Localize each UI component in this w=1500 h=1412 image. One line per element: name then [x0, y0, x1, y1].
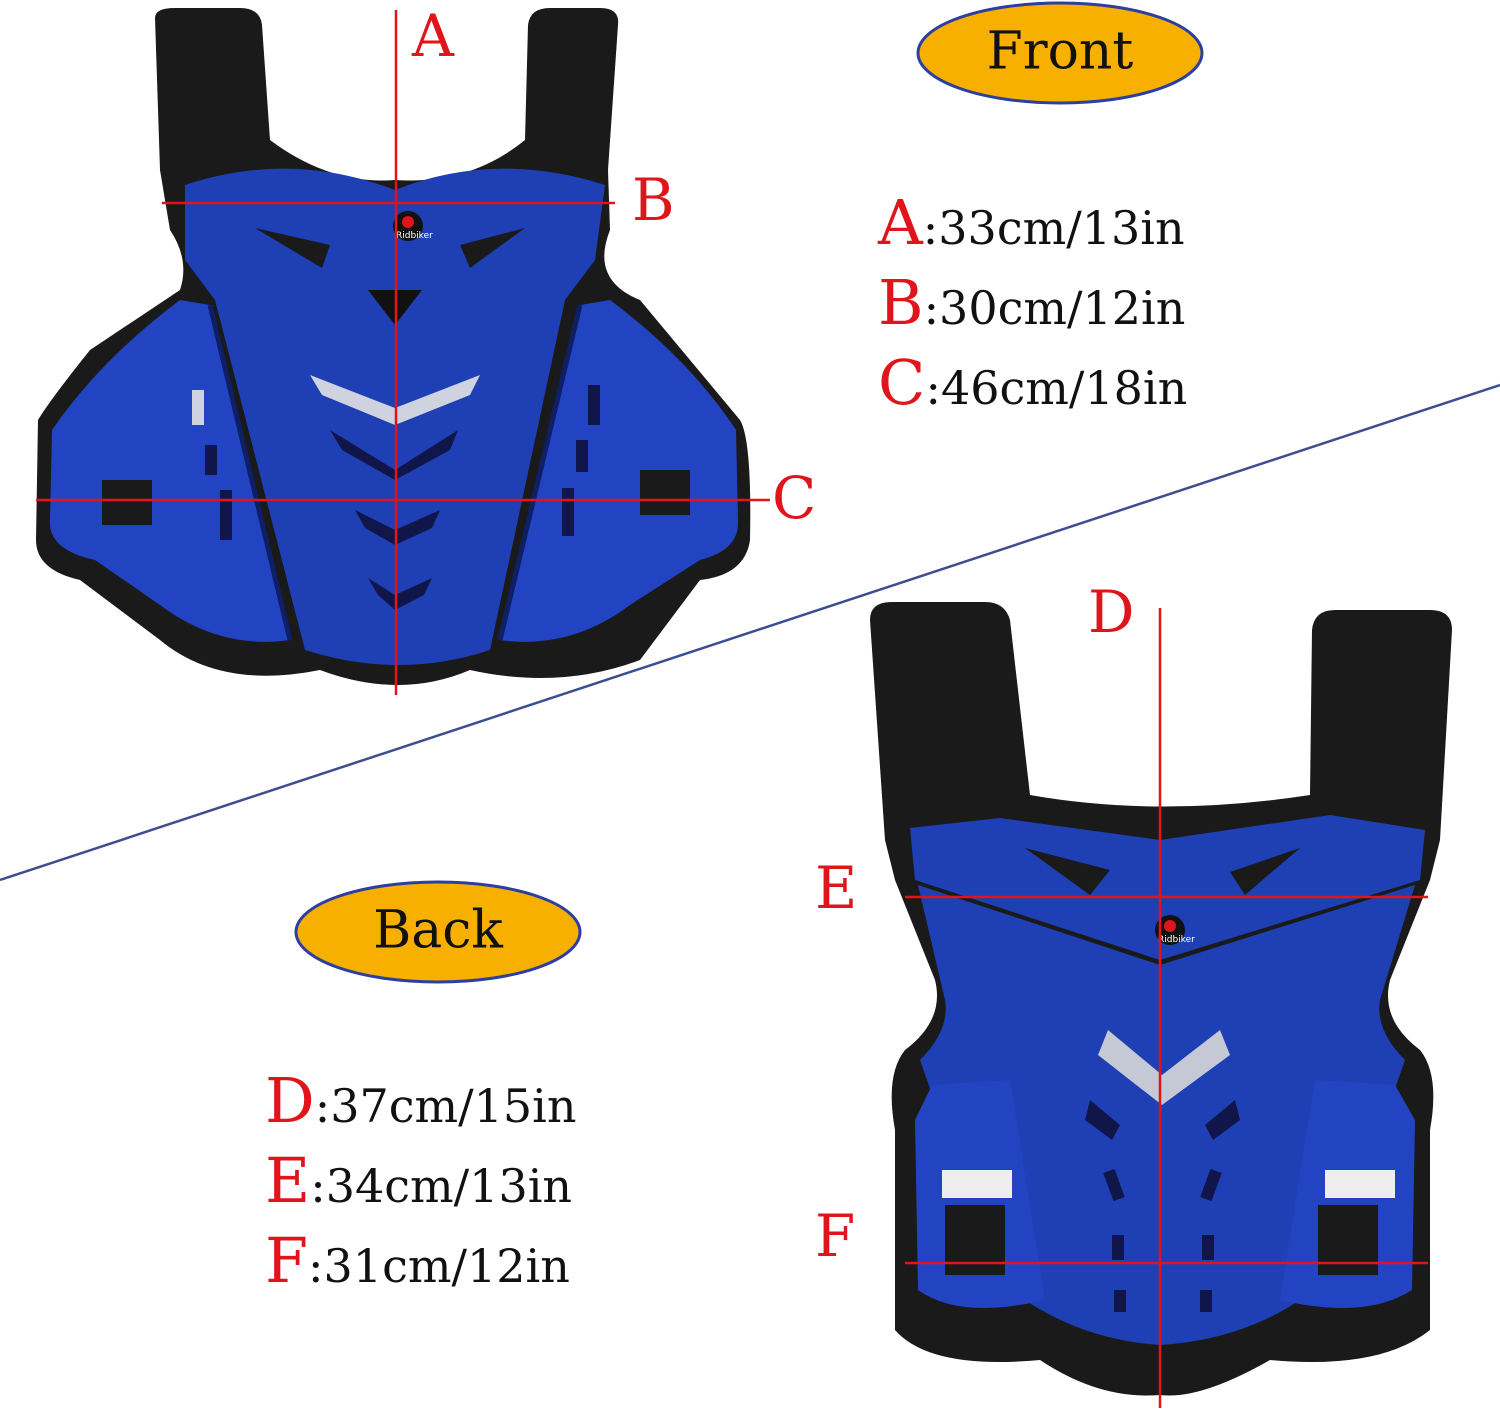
- back-spec-e-letter: E: [265, 1144, 311, 1217]
- back-spec-d-letter: D: [265, 1064, 315, 1137]
- back-spec-f: F:31cm/12in: [265, 1224, 570, 1297]
- front-spec-c-letter: C: [878, 346, 926, 419]
- front-badge-label: Front: [987, 22, 1134, 82]
- back-line-label-d: D: [1088, 578, 1135, 646]
- front-line-label-c: C: [772, 464, 816, 532]
- back-spec-d-value: :37cm/15in: [314, 1079, 577, 1133]
- front-vest-image: Ridbiker: [36, 8, 751, 685]
- front-spec-a-value: :33cm/13in: [922, 201, 1185, 255]
- back-line-label-f: F: [815, 1202, 855, 1270]
- front-logo-text: Ridbiker: [396, 231, 433, 241]
- back-line-label-e: E: [815, 854, 857, 922]
- front-badge: Front: [916, 1, 1204, 105]
- back-spec-f-letter: F: [265, 1224, 309, 1297]
- back-spec-e-value: :34cm/13in: [310, 1159, 573, 1213]
- front-spec-c-value: :46cm/18in: [925, 361, 1188, 415]
- front-spec-b-letter: B: [878, 266, 924, 339]
- front-line-label-a: A: [411, 2, 455, 70]
- front-spec-c: C:46cm/18in: [878, 346, 1187, 419]
- back-spec-e: E:34cm/13in: [265, 1144, 572, 1217]
- front-line-label-b: B: [632, 166, 675, 234]
- back-spec-f-value: :31cm/12in: [308, 1239, 570, 1293]
- front-spec-b-value: :30cm/12in: [923, 281, 1186, 335]
- back-badge-label: Back: [373, 901, 503, 961]
- front-spec-b: B:30cm/12in: [878, 266, 1185, 339]
- back-badge: Back: [294, 880, 582, 984]
- diagonal-divider: [0, 383, 1500, 882]
- back-logo-text: Ridbiker: [1158, 935, 1195, 945]
- back-spec-d: D:37cm/15in: [265, 1064, 577, 1137]
- front-spec-a-letter: A: [878, 186, 923, 259]
- front-spec-a: A:33cm/13in: [878, 186, 1185, 259]
